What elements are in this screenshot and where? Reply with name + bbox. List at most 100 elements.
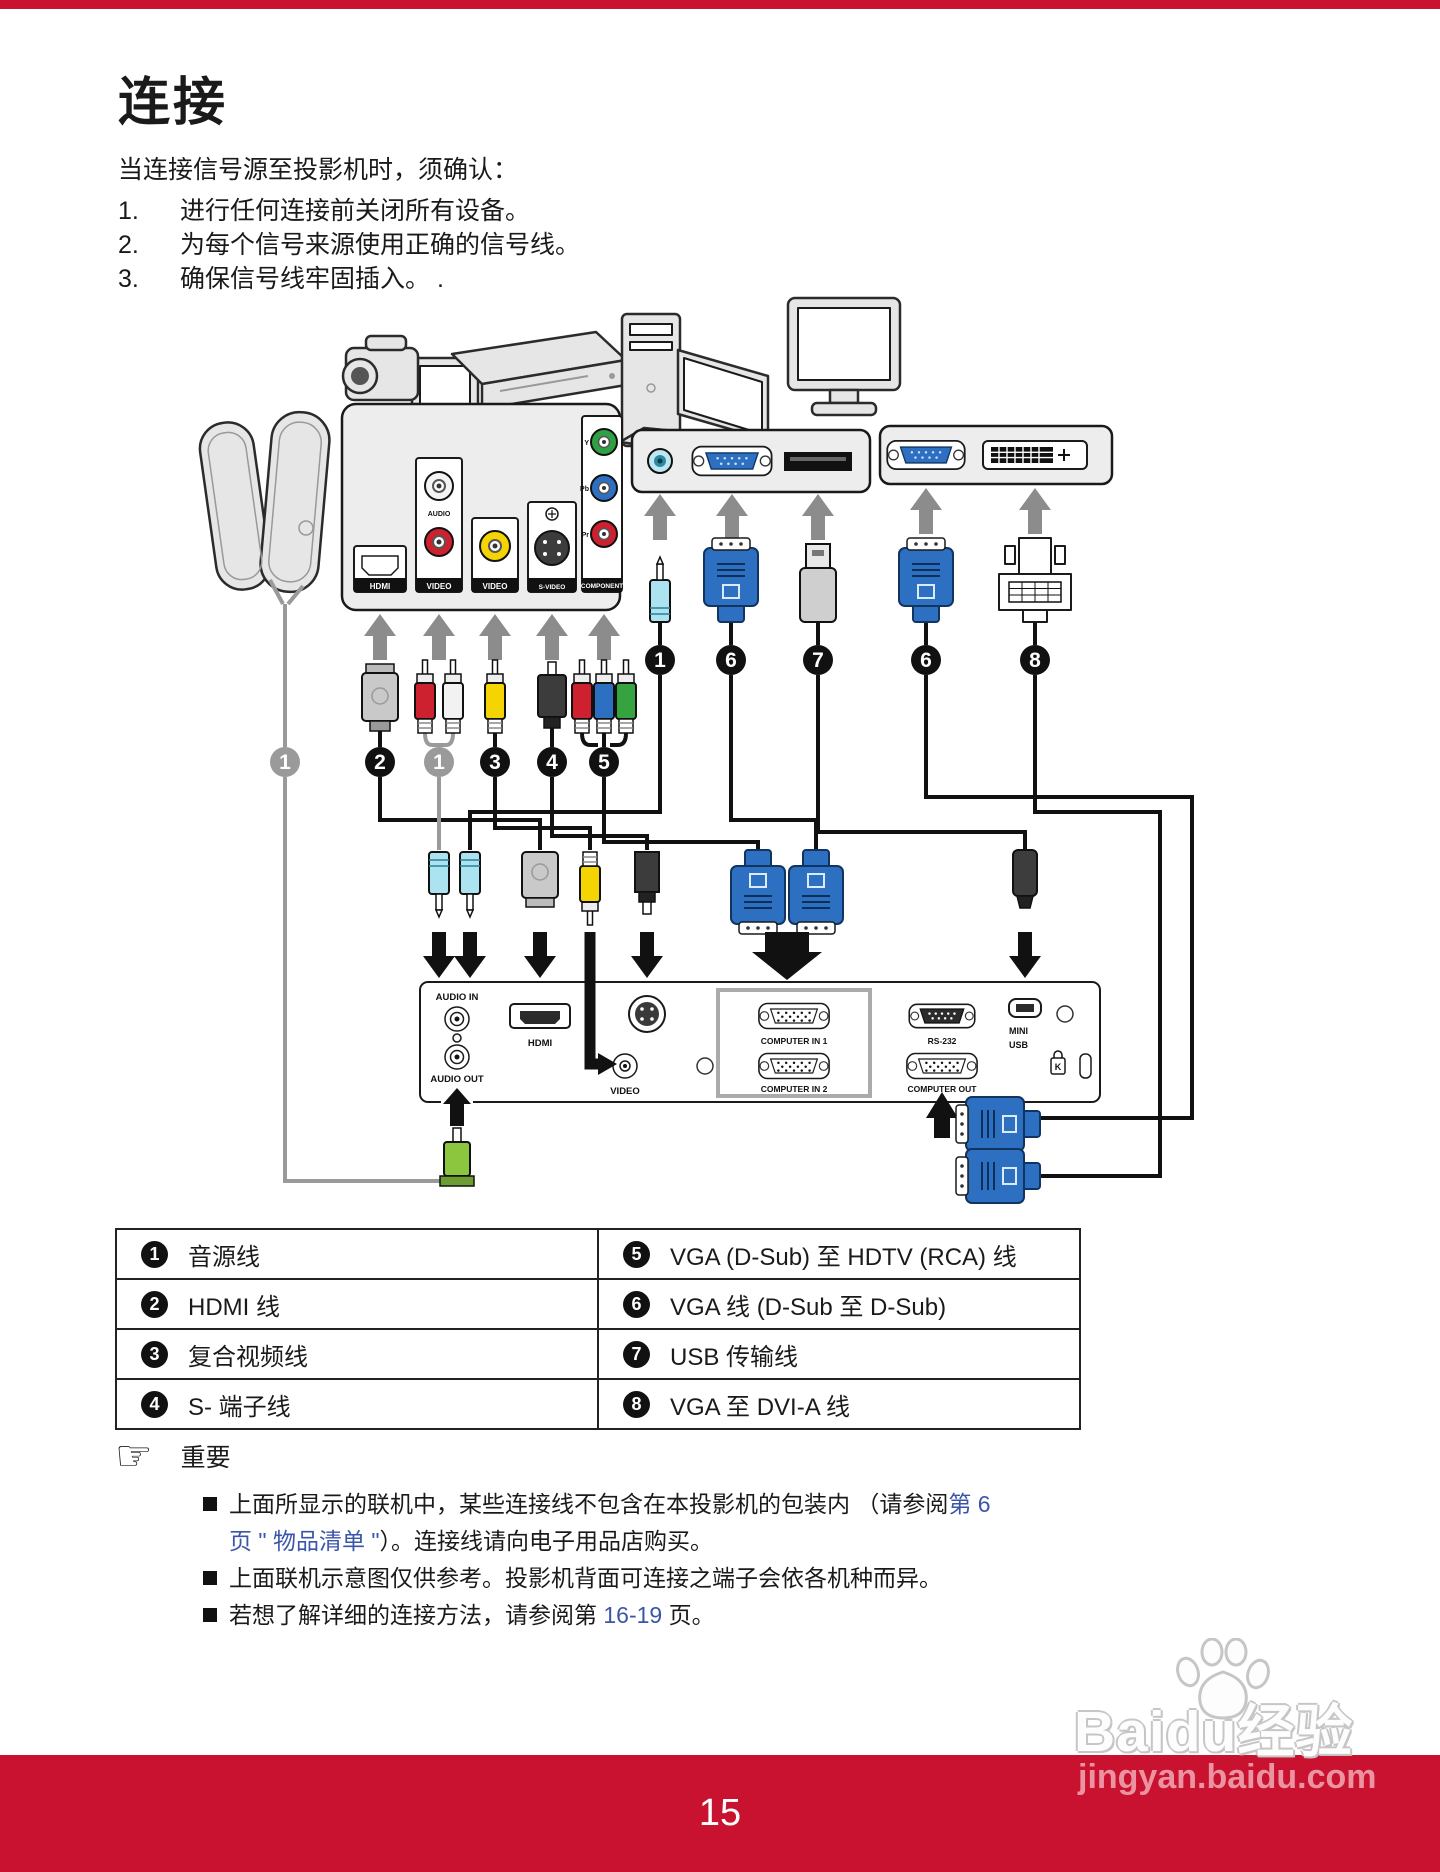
callout-2: 2 <box>365 747 395 777</box>
number-badge: 1 <box>141 1240 168 1268</box>
table-cell: 7 USB 传输线 <box>597 1330 1079 1378</box>
number-badge: 8 <box>623 1390 650 1418</box>
important-label: 重要 <box>180 1444 231 1472</box>
cable-label: VGA 至 DVI-A 线 <box>670 1393 851 1421</box>
usb-plug <box>799 543 837 623</box>
computer-in-1-label: COMPUTER IN 1 <box>761 1036 828 1046</box>
baidu-watermark: Baidu经验 jingyan.baidu.com <box>1068 1638 1398 1806</box>
table-cell: 8 VGA 至 DVI-A 线 <box>597 1380 1079 1428</box>
composite-video-port: VIDEO <box>471 517 519 593</box>
note-link-pages-16-19[interactable]: 16-19 <box>603 1602 663 1628</box>
rs-232-label: RS-232 <box>928 1036 957 1046</box>
component-y-label: Y <box>584 440 589 447</box>
audio-label: AUDIO <box>428 511 451 518</box>
rca-plug-yellow <box>484 659 506 734</box>
cable-legend-table: 1 音源线 5 VGA (D-Sub) 至 HDTV (RCA) 线 2 HDM… <box>115 1228 1081 1430</box>
svg-text:4: 4 <box>546 751 558 774</box>
cable-label: VGA 线 (D-Sub 至 D-Sub) <box>670 1293 947 1321</box>
svg-text:1: 1 <box>654 649 666 672</box>
usb-port <box>784 452 852 471</box>
step-number: 2. <box>118 231 139 259</box>
callout-1: 1 <box>645 645 675 675</box>
baidu-url: jingyan.baidu.com <box>1078 1758 1377 1796</box>
hdmi-label: HDMI <box>528 1038 552 1049</box>
mini-jack-plug <box>459 851 481 918</box>
vga-plug <box>788 849 844 935</box>
svg-text:K: K <box>1055 1062 1062 1072</box>
cable <box>493 728 554 747</box>
page-number: 15 <box>698 1792 742 1834</box>
note-link-items-list[interactable]: 页 " 物品清单 " <box>229 1528 380 1554</box>
computer-in-1-port <box>758 1002 830 1030</box>
svg-text:6: 6 <box>920 649 932 672</box>
audio-bar-label: VIDEO <box>427 582 452 591</box>
number-badge: 3 <box>141 1340 168 1368</box>
svg-text:3: 3 <box>489 751 501 774</box>
monitor-vga-port <box>886 440 966 470</box>
step-number: 1. <box>118 197 139 225</box>
vga-plug <box>898 537 954 623</box>
pointing-hand-icon: ☞ <box>115 1432 153 1479</box>
vga-hdtv-cable <box>602 777 760 850</box>
computer-panel <box>630 428 872 494</box>
svg-text:1: 1 <box>433 751 445 774</box>
vga-cable <box>924 622 1194 1120</box>
svg-text:6: 6 <box>725 649 737 672</box>
rca-plug-red <box>414 659 436 734</box>
step-text: 进行任何连接前关闭所有设备。 <box>180 197 531 225</box>
step-number: 3. <box>118 265 139 293</box>
step-item: 2. 为每个信号来源使用正确的信号线。 <box>118 228 580 262</box>
audio-in-label: AUDIO IN <box>436 992 479 1003</box>
hdmi-plug <box>361 663 399 732</box>
component-ports: Y Pb Pr COMPONENT <box>580 415 623 593</box>
rs-232-port <box>908 1003 976 1029</box>
s-video-plug <box>634 851 660 915</box>
svg-text:8: 8 <box>1029 649 1041 672</box>
s-video-port <box>628 995 666 1033</box>
table-row: 2 HDMI 线 6 VGA 线 (D-Sub 至 D-Sub) <box>117 1278 1079 1328</box>
audio-out-label: AUDIO OUT <box>430 1074 484 1085</box>
callout-5: 5 <box>589 747 619 777</box>
vga-cable <box>729 622 818 850</box>
camcorder-icon <box>341 334 480 414</box>
audio-cable <box>468 622 662 850</box>
number-badge: 6 <box>623 1290 650 1318</box>
intro-text: 当连接信号源至投影机时，须确认： <box>118 156 519 184</box>
vga-plug <box>703 537 759 623</box>
callout-6: 6 <box>716 645 746 675</box>
rca-plug-red <box>571 659 593 734</box>
projector-panel: AUDIO IN AUDIO OUT HDMI VIDEO COMPUTER I… <box>419 981 1101 1103</box>
rca-plug-green <box>615 659 637 734</box>
component-cable <box>580 732 628 747</box>
mini-jack-plug <box>649 556 671 623</box>
component-pb-label: Pb <box>580 486 589 493</box>
desktop-pc-icon <box>620 312 682 448</box>
mini-jack-plug <box>428 851 450 918</box>
s-video-port: S-VIDEO <box>527 501 577 593</box>
table-cell: 6 VGA 线 (D-Sub 至 D-Sub) <box>597 1280 1079 1328</box>
note-link-page6[interactable]: 第 6 <box>948 1491 991 1517</box>
hdmi-plug <box>521 851 559 908</box>
component-pr-label: Pr <box>582 532 590 539</box>
table-cell: 5 VGA (D-Sub) 至 HDTV (RCA) 线 <box>597 1230 1079 1278</box>
callout-6: 6 <box>911 645 941 675</box>
speakers-icon <box>198 410 331 594</box>
step-item: 1. 进行任何连接前关闭所有设备。 <box>118 194 580 228</box>
table-cell: 2 HDMI 线 <box>117 1280 597 1328</box>
rca-plug-white <box>442 659 464 734</box>
cable-label: HDMI 线 <box>188 1293 280 1321</box>
svg-text:1: 1 <box>279 751 291 774</box>
note-text: 上面联机示意图仅供参考。投影机背面可连接之端子会依各机种而异。 <box>229 1565 942 1591</box>
cable-label: 复合视频线 <box>188 1343 308 1371</box>
audio-plug-green <box>439 1127 475 1187</box>
cable-label: USB 传输线 <box>670 1343 799 1371</box>
computer-out-label: COMPUTER OUT <box>908 1084 978 1094</box>
video-port <box>612 1053 638 1079</box>
important-header: ☞ 重要 <box>115 1432 1125 1479</box>
step-text: 为每个信号来源使用正确的信号线。 <box>180 231 581 259</box>
svg-text:5: 5 <box>598 751 610 774</box>
security-bar-slot <box>1079 1053 1092 1079</box>
video-bar-label: VIDEO <box>483 582 508 591</box>
table-row: 1 音源线 5 VGA (D-Sub) 至 HDTV (RCA) 线 <box>117 1230 1079 1278</box>
callout-4: 4 <box>537 747 567 777</box>
